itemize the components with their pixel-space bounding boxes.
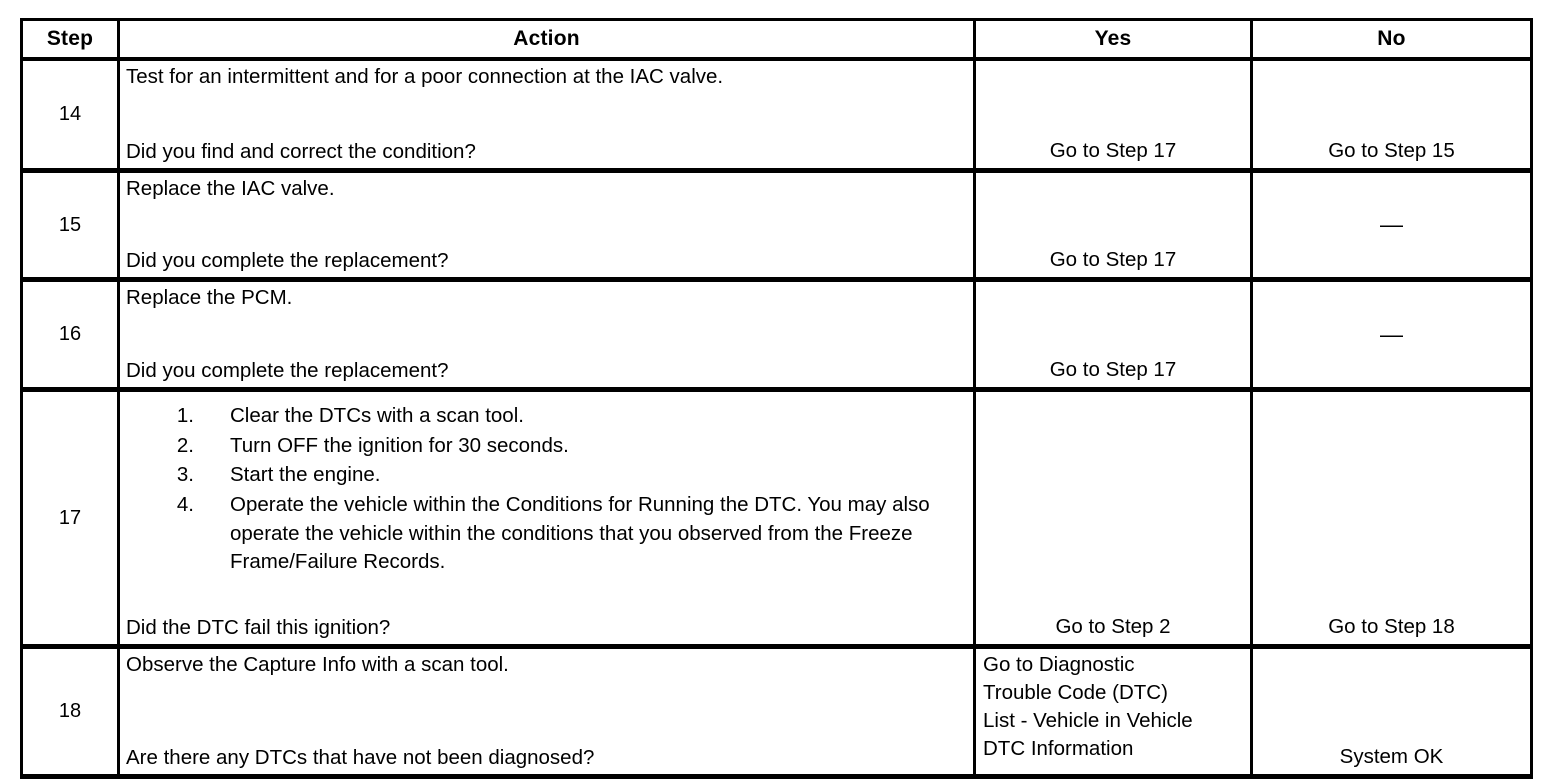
list-item: 1. Clear the DTCs with a scan tool. xyxy=(126,402,967,431)
numbered-instruction-list: 1. Clear the DTCs with a scan tool. 2. T… xyxy=(126,402,967,577)
no-branch-cell: System OK xyxy=(1250,644,1533,779)
action-question: Did you find and correct the condition? xyxy=(126,139,476,163)
action-instruction: Observe the Capture Info with a scan too… xyxy=(126,653,509,676)
yes-branch-cell: Go to Step 2 xyxy=(973,387,1253,648)
no-branch-cell: — xyxy=(1250,168,1533,281)
list-item-number: 1. xyxy=(176,404,194,427)
list-item-number: 4. xyxy=(176,493,194,517)
action-instruction: Test for an intermittent and for a poor … xyxy=(126,65,724,88)
yes-branch-line: Trouble Code (DTC) xyxy=(983,680,1168,704)
yes-branch-value: Go to Step 17 xyxy=(1049,248,1177,272)
yes-branch-line: List - Vehicle in Vehicle xyxy=(983,708,1193,732)
yes-branch-cell: Go to Step 17 xyxy=(973,168,1253,281)
no-branch-cell: — xyxy=(1250,277,1533,391)
no-branch-value: — xyxy=(1380,211,1403,238)
yes-branch-value: Go to Step 17 xyxy=(1049,358,1177,382)
action-cell: Test for an intermittent and for a poor … xyxy=(117,57,976,172)
table-row: 16 Replace the PCM. Did you complete the… xyxy=(20,277,1533,391)
list-item-text: Start the engine. xyxy=(230,463,381,487)
list-item: 2. Turn OFF the ignition for 30 seconds. xyxy=(126,432,967,461)
yes-branch-value: Go to Step 17 xyxy=(1049,139,1177,163)
yes-branch-cell: Go to Diagnostic Trouble Code (DTC) List… xyxy=(973,644,1253,779)
action-cell: Replace the PCM. Did you complete the re… xyxy=(117,277,976,391)
table-row: 17 1. Clear the DTCs with a scan tool. 2… xyxy=(20,387,1533,648)
action-question: Did you complete the replacement? xyxy=(126,248,449,272)
list-item-number: 2. xyxy=(176,433,194,457)
no-branch-value: System OK xyxy=(1339,745,1444,769)
yes-branch-cell: Go to Step 17 xyxy=(973,57,1253,172)
step-number: 14 xyxy=(20,57,120,172)
action-cell: Observe the Capture Info with a scan too… xyxy=(117,644,976,779)
no-branch-value: Go to Step 18 xyxy=(1328,615,1455,639)
list-item: 3. Start the engine. xyxy=(126,461,967,490)
column-header-action: Action xyxy=(117,18,976,61)
step-number: 18 xyxy=(20,644,120,779)
diagnostic-steps-table: Step Action Yes No 14 Test for an interm… xyxy=(20,18,1533,779)
action-instruction: Replace the IAC valve. xyxy=(126,177,335,200)
column-header-yes: Yes xyxy=(973,18,1253,61)
list-item-text: Clear the DTCs with a scan tool. xyxy=(230,404,524,427)
yes-branch-line: DTC Information xyxy=(983,736,1134,760)
no-branch-value: — xyxy=(1380,320,1403,347)
column-header-step: Step xyxy=(20,18,120,61)
yes-branch-cell: Go to Step 17 xyxy=(973,277,1253,391)
table-row: 14 Test for an intermittent and for a po… xyxy=(20,57,1533,172)
yes-branch-value: Go to Step 2 xyxy=(1055,615,1171,639)
table-header-row: Step Action Yes No xyxy=(20,18,1533,61)
column-header-no: No xyxy=(1250,18,1533,61)
step-number: 17 xyxy=(20,387,120,648)
list-item-text: Turn OFF the ignition for 30 seconds. xyxy=(230,433,569,457)
action-instruction: Replace the PCM. xyxy=(126,286,293,309)
action-question: Are there any DTCs that have not been di… xyxy=(126,745,595,769)
table-row: 18 Observe the Capture Info with a scan … xyxy=(20,644,1533,779)
list-item-text: Operate the vehicle within the Condition… xyxy=(230,493,930,574)
no-branch-value: Go to Step 15 xyxy=(1328,139,1455,163)
table-row: 15 Replace the IAC valve. Did you comple… xyxy=(20,168,1533,281)
action-cell: 1. Clear the DTCs with a scan tool. 2. T… xyxy=(117,387,976,648)
step-number: 16 xyxy=(20,277,120,391)
action-question: Did you complete the replacement? xyxy=(126,358,449,382)
action-cell: Replace the IAC valve. Did you complete … xyxy=(117,168,976,281)
action-question: Did the DTC fail this ignition? xyxy=(126,615,391,639)
yes-branch-line: Go to Diagnostic xyxy=(983,653,1135,676)
list-item: 4. Operate the vehicle within the Condit… xyxy=(126,491,967,577)
step-number: 15 xyxy=(20,168,120,281)
no-branch-cell: Go to Step 15 xyxy=(1250,57,1533,172)
no-branch-cell: Go to Step 18 xyxy=(1250,387,1533,648)
list-item-number: 3. xyxy=(176,463,194,487)
